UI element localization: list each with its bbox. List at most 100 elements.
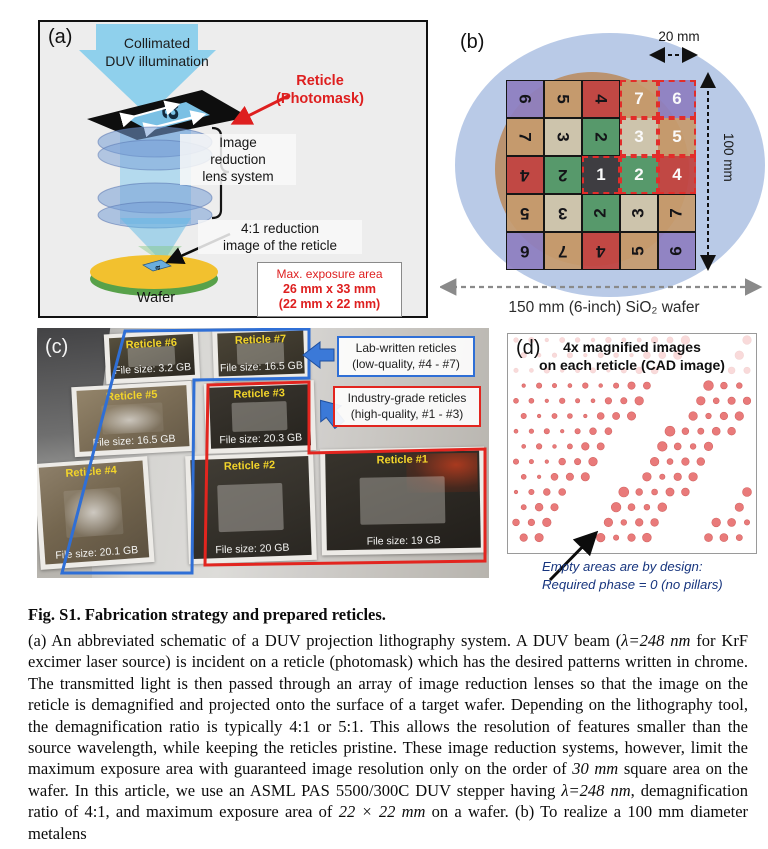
figure-caption: Fig. S1. Fabrication strategy and prepar… <box>28 604 748 844</box>
die-number: 4 <box>596 242 606 261</box>
pillar-dot <box>559 337 566 343</box>
die-number: 7 <box>516 132 535 142</box>
pillar-dot <box>550 503 559 512</box>
pillar-dot <box>519 533 528 542</box>
cad-title: 4x magnified images on each reticle (CAD… <box>508 338 756 374</box>
callout-line: (high-quality, #1 - #3) <box>350 406 464 421</box>
reduced-reticle-image: a <box>142 259 172 272</box>
pillar-dot <box>512 518 520 527</box>
pillar-dot <box>542 517 552 527</box>
pillar-dot <box>574 458 582 466</box>
pillar-dot <box>534 503 544 512</box>
focus-cone <box>120 218 191 263</box>
pillar-dot <box>565 472 574 481</box>
pillar-dot <box>598 383 603 388</box>
pillar-dot <box>697 427 705 435</box>
die-number: 3 <box>634 127 644 146</box>
reduction-label: 4:1 reduction image of the reticle <box>198 220 362 254</box>
reticle-line2: (Photomask) <box>276 91 364 107</box>
dim-20mm-text: 20 mm <box>658 29 700 44</box>
pillar-dot <box>711 426 721 436</box>
reticle-pattern-window <box>359 476 445 525</box>
caption-text-segment: 22 × 22 mm <box>338 802 426 822</box>
pillar-dot <box>604 427 613 435</box>
pillar-dot <box>727 396 736 405</box>
pillar-dot <box>527 518 536 526</box>
pillar-dot <box>606 368 611 373</box>
pillar-dot <box>635 366 643 375</box>
industry-grade-callout: Industry-grade reticles (high-quality, #… <box>333 386 481 427</box>
wafer-die-cell: 5 <box>506 194 544 232</box>
pillar-dot <box>551 413 558 419</box>
pillar-dot <box>583 353 588 358</box>
pillar-dot <box>635 518 644 527</box>
reticle-file-size: File size: 20 GB <box>215 541 290 557</box>
pillar-dot <box>528 428 535 434</box>
pillar-dot <box>558 488 567 496</box>
pillar-dot <box>673 442 682 451</box>
photomask: a <box>87 90 249 140</box>
pillar-dot <box>665 487 675 497</box>
pillar-dot <box>544 337 549 343</box>
exposure-title: Max. exposure area <box>276 267 383 281</box>
pillar-dot <box>604 397 612 405</box>
illumination-line1: Collimated <box>123 35 191 51</box>
wafer-die-cell: 2 <box>582 194 620 232</box>
pillar-dot <box>620 367 627 374</box>
pillar-dot <box>742 335 752 345</box>
reduction-line2: image of the reticle <box>222 238 338 253</box>
pillar-dot <box>720 381 728 390</box>
pillar-dot <box>657 502 668 512</box>
wafer-die-cell: 2 <box>582 118 620 156</box>
pillar-dot <box>664 425 676 437</box>
pillar-dot <box>529 368 534 373</box>
pillar-dot <box>705 412 712 420</box>
die-number: 6 <box>672 89 682 108</box>
wafer-disk <box>90 255 218 296</box>
die-number: 7 <box>558 242 568 261</box>
die-number: 3 <box>554 132 573 142</box>
reticle-pattern-window <box>217 482 284 533</box>
pillar-dot <box>642 381 651 390</box>
pillar-dot <box>574 337 581 343</box>
die-number: 5 <box>672 127 682 146</box>
wafer-die-cell: 2 <box>544 156 582 194</box>
panel-a-label: (a) <box>48 26 73 48</box>
wafer-die-cell: 5 <box>658 118 696 156</box>
wafer-die-cell: 5 <box>544 80 582 118</box>
reticle-name: Reticle #6 <box>125 336 178 352</box>
pillar-dot <box>543 428 550 435</box>
pillar-dot <box>596 412 605 420</box>
pillar-dot <box>634 396 644 406</box>
pillar-dot <box>657 441 668 452</box>
caption-text-segment: on a wafer. (b) To realize a 100 mm diam… <box>28 802 749 843</box>
reticle-pattern-window <box>231 400 288 433</box>
wafer-die-cell: 4 <box>506 156 544 194</box>
pillar-dot <box>544 459 549 464</box>
pillar-dot <box>558 457 566 466</box>
mask-letter: a <box>152 103 185 120</box>
lab-written-callout: Lab-written reticles (low-quality, #4 - … <box>337 336 475 377</box>
pillar-dot <box>727 366 736 375</box>
reticle-glass: Reticle #5 File size: 16.5 GB <box>76 385 190 452</box>
caption-text-segment: for KrF excimer laser source) is inciden… <box>28 631 748 779</box>
pillar-dot <box>581 442 590 451</box>
caption-text-segment: square area on the wafer. In this articl… <box>28 759 748 800</box>
die-number: 2 <box>634 165 644 184</box>
reticle-plate: Reticle #3 File size: 20.3 GB <box>203 380 317 454</box>
pillar-dot <box>734 411 744 421</box>
lens-line2: reduction <box>210 152 266 167</box>
pillar-dot <box>742 396 752 405</box>
reticle-glass: Reticle #4 File size: 20.1 GB <box>38 460 150 565</box>
pillar-dot <box>666 458 674 465</box>
pillar-dot <box>590 337 596 343</box>
pillar-dot <box>513 428 519 434</box>
pillar-dot <box>680 335 690 345</box>
callout-line: (low-quality, #4 - #7) <box>352 356 460 371</box>
pillar-dot <box>513 398 519 404</box>
wafer-die-cell: 7 <box>620 80 658 118</box>
pillar-dot <box>650 518 659 527</box>
reticle-name: Reticle #4 <box>65 464 118 480</box>
pillar-dot <box>513 367 519 373</box>
